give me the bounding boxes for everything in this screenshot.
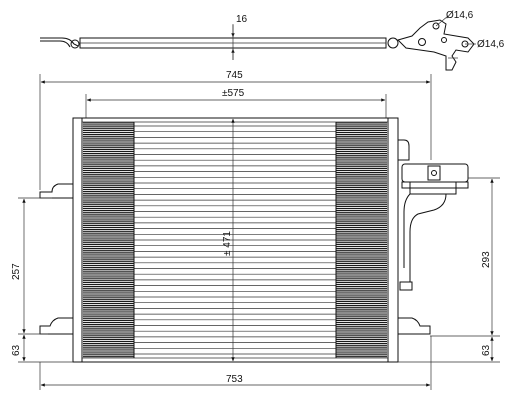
top-mounting-bracket (40, 19, 475, 71)
left-bottom-offset-dimension: 63 (11, 334, 73, 363)
left-mount-upper (39, 183, 73, 199)
right-mount-lower (398, 317, 431, 335)
overall-width-top-dimension: 745 (39, 70, 432, 190)
fin-block-right (336, 122, 387, 358)
left-mount-height-label: 257 (11, 263, 22, 280)
left-bottom-offset-label: 63 (11, 344, 22, 356)
core-width-dimension: ±575 (85, 88, 387, 118)
bracket-thickness-dimension: 16 (231, 14, 248, 60)
right-outlet-height-label: 293 (481, 251, 492, 268)
core-width-label: ±575 (222, 88, 245, 99)
core-height-label: ± 471 (222, 231, 233, 256)
right-bottom-offset-label: 63 (481, 344, 492, 356)
right-outlet-height-dimension: 293 (398, 177, 500, 363)
left-mount-lower (39, 317, 73, 335)
left-mount-height-dimension: 257 (11, 197, 52, 335)
condenser-body (39, 117, 431, 363)
hole-callouts: Ø14,6 Ø14,6 (435, 10, 505, 50)
right-bottom-offset-dimension: 63 (430, 335, 500, 362)
bracket-thickness-label: 16 (236, 14, 248, 25)
overall-width-top-label: 745 (226, 70, 243, 81)
overall-width-bottom-dimension: 753 (39, 336, 432, 390)
refrigerant-pipes (398, 139, 469, 291)
core-height-dimension: ± 471 (222, 118, 235, 362)
tube-lines-middle (134, 125, 336, 355)
hole-upper-label: Ø14,6 (446, 10, 474, 21)
fin-block-left (83, 122, 134, 358)
hole-lower-label: Ø14,6 (477, 39, 505, 50)
overall-width-bottom-label: 753 (226, 374, 243, 385)
